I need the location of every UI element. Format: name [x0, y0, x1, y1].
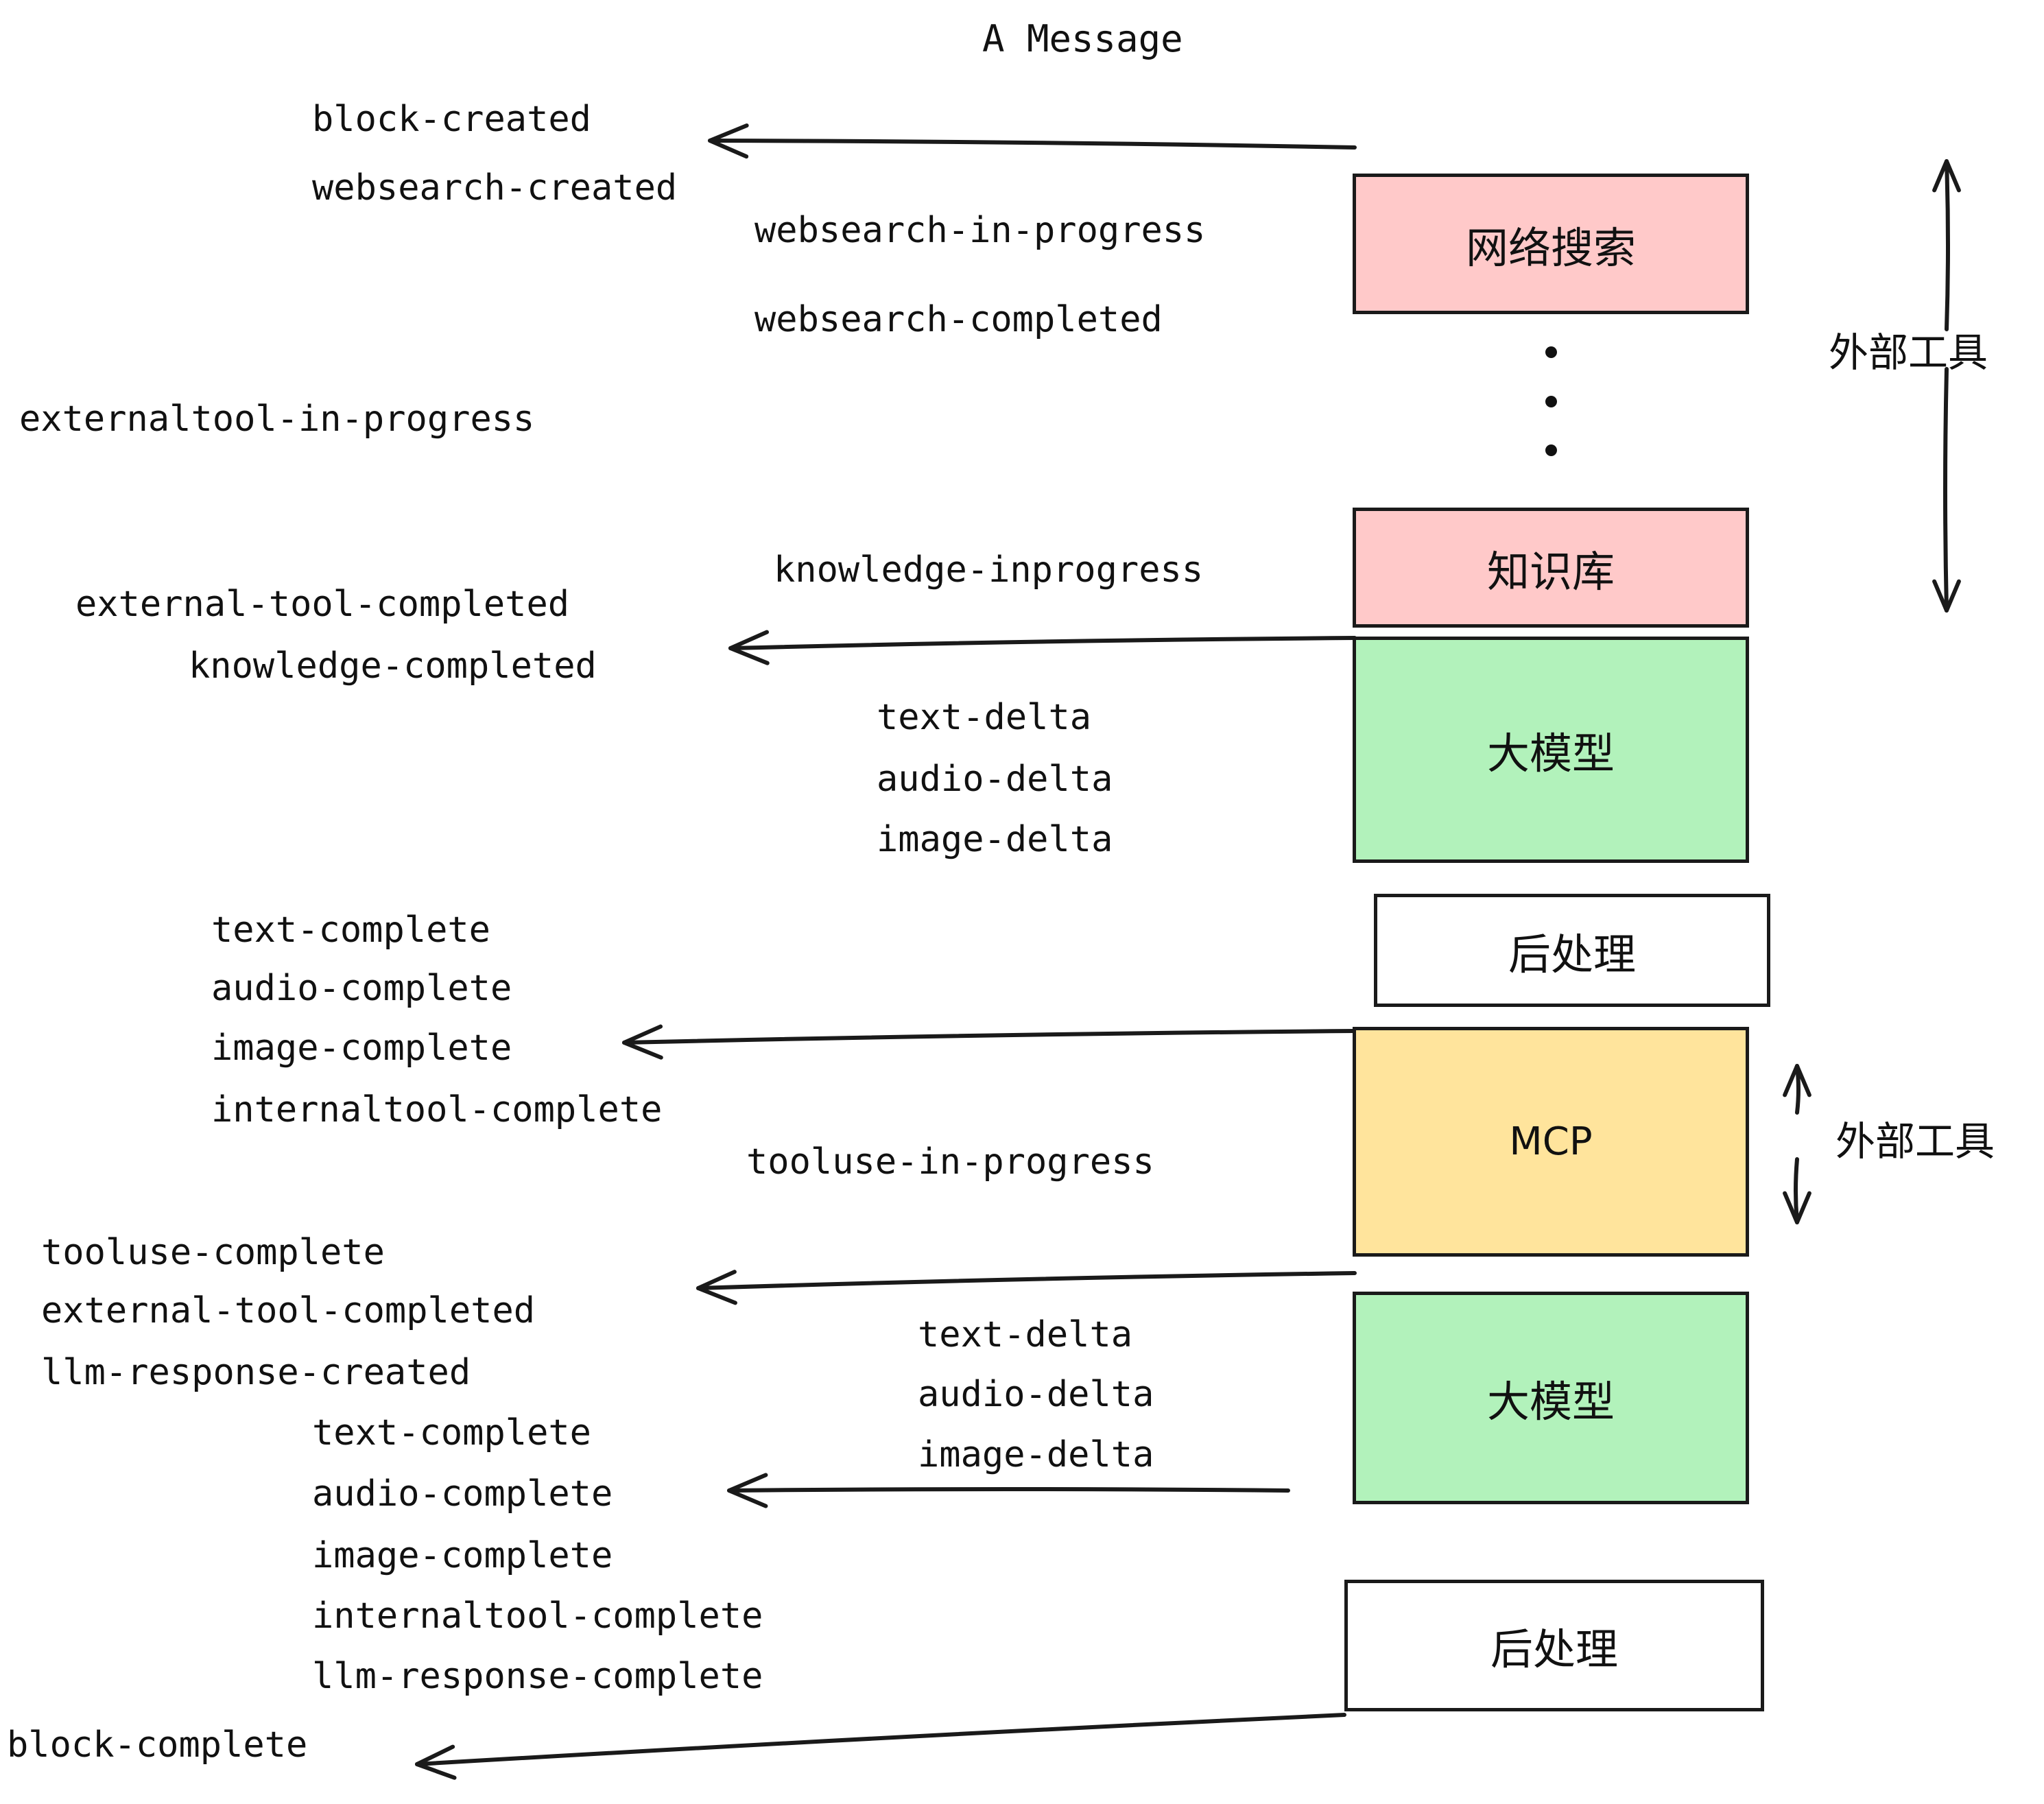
- ellipsis-dot-icon: [1545, 395, 1557, 407]
- ellipsis-dot-icon: [1545, 346, 1557, 358]
- ellipsis-dot-icon: [1545, 444, 1557, 456]
- event-label: tooluse-complete: [41, 1232, 385, 1273]
- event-label: internaltool-complete: [312, 1595, 763, 1637]
- component-box: 大模型: [1353, 637, 1749, 863]
- event-label: llm-response-created: [41, 1352, 471, 1393]
- event-label: image-complete: [211, 1028, 512, 1069]
- event-label: image-delta: [877, 819, 1113, 860]
- component-box-label: 大模型: [1486, 1377, 1615, 1427]
- image-complete-arrow: [622, 1024, 1357, 1060]
- event-label: websearch-in-progress: [754, 210, 1206, 251]
- component-box-label: MCP: [1509, 1119, 1593, 1164]
- event-label: block-created: [312, 99, 591, 140]
- tooluse-complete-arrow: [696, 1270, 1357, 1305]
- event-label: image-delta: [918, 1434, 1154, 1475]
- event-label: block-complete: [7, 1724, 308, 1766]
- mcp-scope-top: [1783, 1064, 1811, 1115]
- event-label: audio-complete: [312, 1473, 613, 1515]
- block-complete-arrow: [415, 1713, 1346, 1780]
- component-box-label: 知识库: [1486, 546, 1615, 597]
- component-box: 大模型: [1353, 1292, 1749, 1504]
- event-label: text-complete: [211, 910, 490, 951]
- event-label: text-delta: [877, 697, 1092, 738]
- event-label: audio-complete: [211, 968, 512, 1009]
- external-tool-scope-bottom: [1932, 367, 1961, 613]
- event-label: internaltool-complete: [211, 1089, 663, 1130]
- event-label: externaltool-in-progress: [19, 399, 535, 440]
- component-box: 知识库: [1353, 508, 1749, 628]
- event-label: audio-delta: [877, 759, 1113, 800]
- event-label: knowledge-inprogress: [774, 549, 1204, 591]
- event-label: external-tool-completed: [75, 584, 570, 625]
- knowledge-completed-arrow: [728, 630, 1357, 665]
- event-label: knowledge-completed: [189, 645, 597, 687]
- event-label: image-complete: [312, 1535, 613, 1576]
- block-created-arrow: [708, 123, 1357, 159]
- event-label: audio-delta: [918, 1374, 1154, 1415]
- component-box: 后处理: [1344, 1580, 1764, 1711]
- component-box-label: 网络搜索: [1465, 222, 1636, 273]
- scope-label: 外部工具: [1829, 329, 1988, 376]
- event-label: tooluse-in-progress: [746, 1141, 1154, 1183]
- event-label: llm-response-complete: [312, 1656, 763, 1697]
- component-box-label: 后处理: [1490, 1624, 1618, 1674]
- page-title: A Message: [982, 17, 1183, 60]
- audio-complete-arrow: [727, 1473, 1290, 1508]
- component-box-label: 大模型: [1486, 728, 1615, 779]
- event-label: text-delta: [918, 1314, 1133, 1355]
- scope-label: 外部工具: [1835, 1118, 1995, 1165]
- component-box-label: 后处理: [1508, 929, 1636, 980]
- component-box: MCP: [1353, 1027, 1749, 1257]
- event-label: text-complete: [312, 1412, 591, 1453]
- mcp-scope-bottom: [1783, 1157, 1811, 1224]
- vertical-ellipsis-icon: [1545, 346, 1557, 456]
- component-box: 后处理: [1374, 894, 1770, 1007]
- event-label: websearch-completed: [754, 299, 1163, 340]
- event-label: websearch-created: [312, 167, 678, 209]
- external-tool-scope-top: [1932, 159, 1961, 331]
- component-box: 网络搜索: [1353, 174, 1749, 314]
- event-label: external-tool-completed: [41, 1290, 536, 1331]
